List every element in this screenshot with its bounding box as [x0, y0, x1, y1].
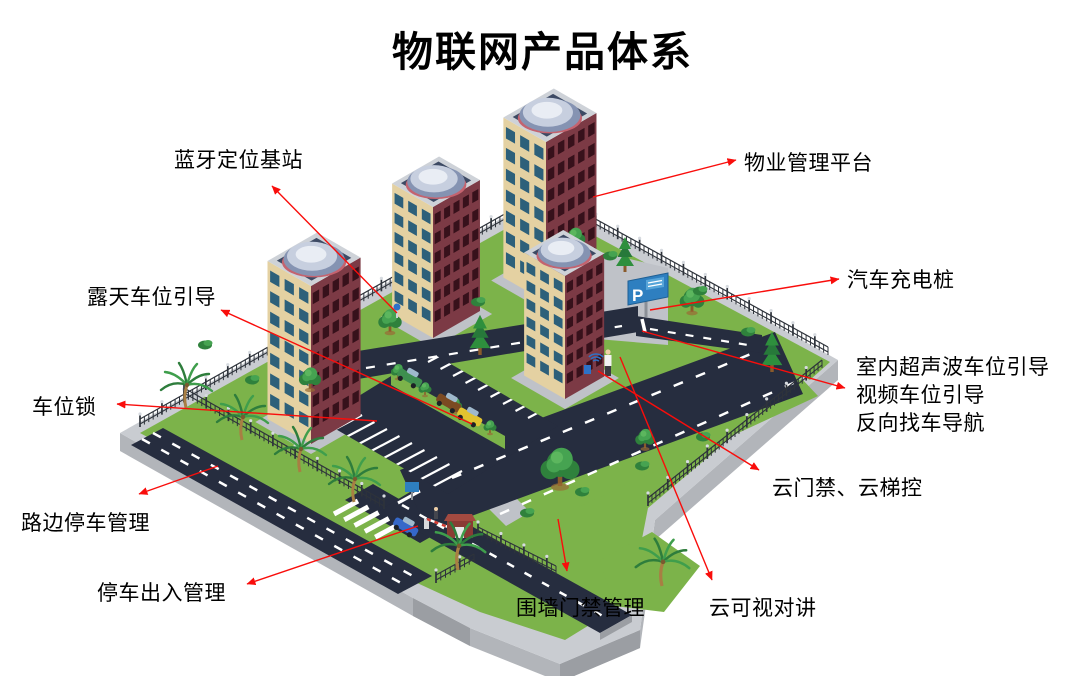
round-tree: [679, 287, 705, 316]
callout-label-video-guidance: 视频车位引导: [856, 384, 985, 407]
gate-house: [444, 514, 476, 538]
conifer-tree: [469, 314, 491, 355]
road-markings: [141, 318, 801, 622]
person: [604, 349, 612, 376]
bush: [245, 375, 260, 385]
callout-label-cloud-intercom: 云可视对讲: [709, 597, 817, 620]
callout-line-property: [592, 158, 737, 198]
conifer-tree: [616, 237, 634, 272]
callout-label-entry-exit: 停车出入管理: [97, 582, 226, 605]
bush: [198, 340, 213, 350]
palm-tree: [215, 393, 270, 441]
callout-line-cloud-access: [597, 370, 760, 471]
callout-line-wall: [557, 518, 570, 572]
car: [397, 367, 423, 389]
parked-cars: [397, 367, 483, 428]
perimeter-fence-segment: [182, 381, 386, 509]
callout-line-open-air: [220, 309, 473, 425]
round-tree: [483, 420, 497, 436]
bush: [520, 508, 535, 518]
diagram-title: 物联网产品体系: [392, 29, 693, 75]
callout-line-roadside: [138, 465, 219, 495]
palm-tree: [273, 425, 328, 473]
bush: [575, 487, 590, 497]
palm-trees: [159, 361, 691, 587]
perimeter-fence-segment: [476, 520, 557, 574]
building-3: [503, 88, 597, 302]
callout-label-ev-charging: 汽车充电桩: [847, 269, 955, 292]
gate-mini-sign: [405, 482, 419, 500]
bush: [741, 327, 756, 337]
perimeter-fence-segment: [434, 553, 475, 583]
callout-line-intercom: [619, 356, 713, 581]
building-1: [267, 232, 361, 444]
bush: [635, 461, 650, 471]
callout-label-indoor-ultrasonic: 室内超声波车位引导: [856, 356, 1050, 379]
palm-tree: [634, 537, 691, 587]
callout-line-bluetooth: [271, 185, 398, 314]
callout-label-cloud-access: 云门禁、云梯控: [772, 477, 923, 500]
car: [393, 516, 419, 538]
fence-front: [182, 359, 823, 583]
building-4: [524, 230, 605, 399]
callout-label-roadside-parking: 路边停车管理: [21, 512, 150, 535]
callout-lines: [116, 158, 846, 586]
palm-tree: [430, 521, 487, 571]
callout-line-charging: [649, 276, 840, 311]
callout-label-open-air-guidance: 露天车位引导: [87, 286, 216, 309]
round-tree: [378, 309, 402, 336]
building-2: [392, 156, 480, 338]
parking-sign: P: [627, 272, 669, 317]
round-tree: [635, 428, 655, 451]
callout-label-bluetooth-beacon: 蓝牙定位基站: [174, 149, 303, 172]
callout-line-indoor: [641, 330, 846, 390]
callout-line-lock: [116, 400, 378, 422]
round-tree: [298, 367, 322, 393]
bluetooth-beacon-device: [393, 303, 401, 318]
palm-tree: [159, 361, 214, 409]
callout-label-property-mgmt: 物业管理平台: [744, 152, 873, 175]
palm-tree: [327, 455, 382, 503]
callout-line-entry-exit: [246, 525, 419, 586]
callout-label-wall-access: 围墙门禁管理: [516, 597, 645, 620]
car: [436, 392, 462, 414]
parking-sign-letter: P: [632, 286, 643, 305]
callout-label-parking-lock: 车位锁: [32, 396, 97, 419]
perimeter-fence-segment: [550, 188, 829, 355]
bush: [471, 297, 486, 307]
round-tree: [540, 447, 580, 491]
callout-label-reverse-nav: 反向找车导航: [856, 412, 985, 435]
bush: [693, 286, 708, 296]
perimeter-fence-segment: [646, 359, 823, 506]
round-tree: [418, 382, 432, 398]
bush: [603, 251, 618, 261]
